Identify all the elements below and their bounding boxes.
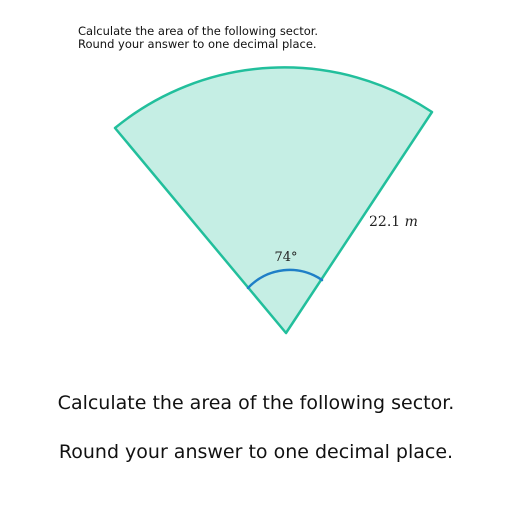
question-line-2: Round your answer to one decimal place.: [78, 37, 317, 51]
radius-label: 22.1 m: [369, 214, 418, 230]
radius-value: 22.1: [369, 214, 400, 230]
angle-label: 74°: [274, 250, 297, 265]
question-header: Calculate the area of the following sect…: [78, 25, 438, 51]
caption-line-1: Calculate the area of the following sect…: [57, 392, 455, 414]
caption-line-2: Round your answer to one decimal place.: [58, 441, 454, 463]
angle-arc: [246, 268, 324, 290]
question-line-1: Calculate the area of the following sect…: [78, 24, 319, 38]
sector-shape: [113, 66, 434, 335]
radius-unit: m: [405, 214, 418, 230]
